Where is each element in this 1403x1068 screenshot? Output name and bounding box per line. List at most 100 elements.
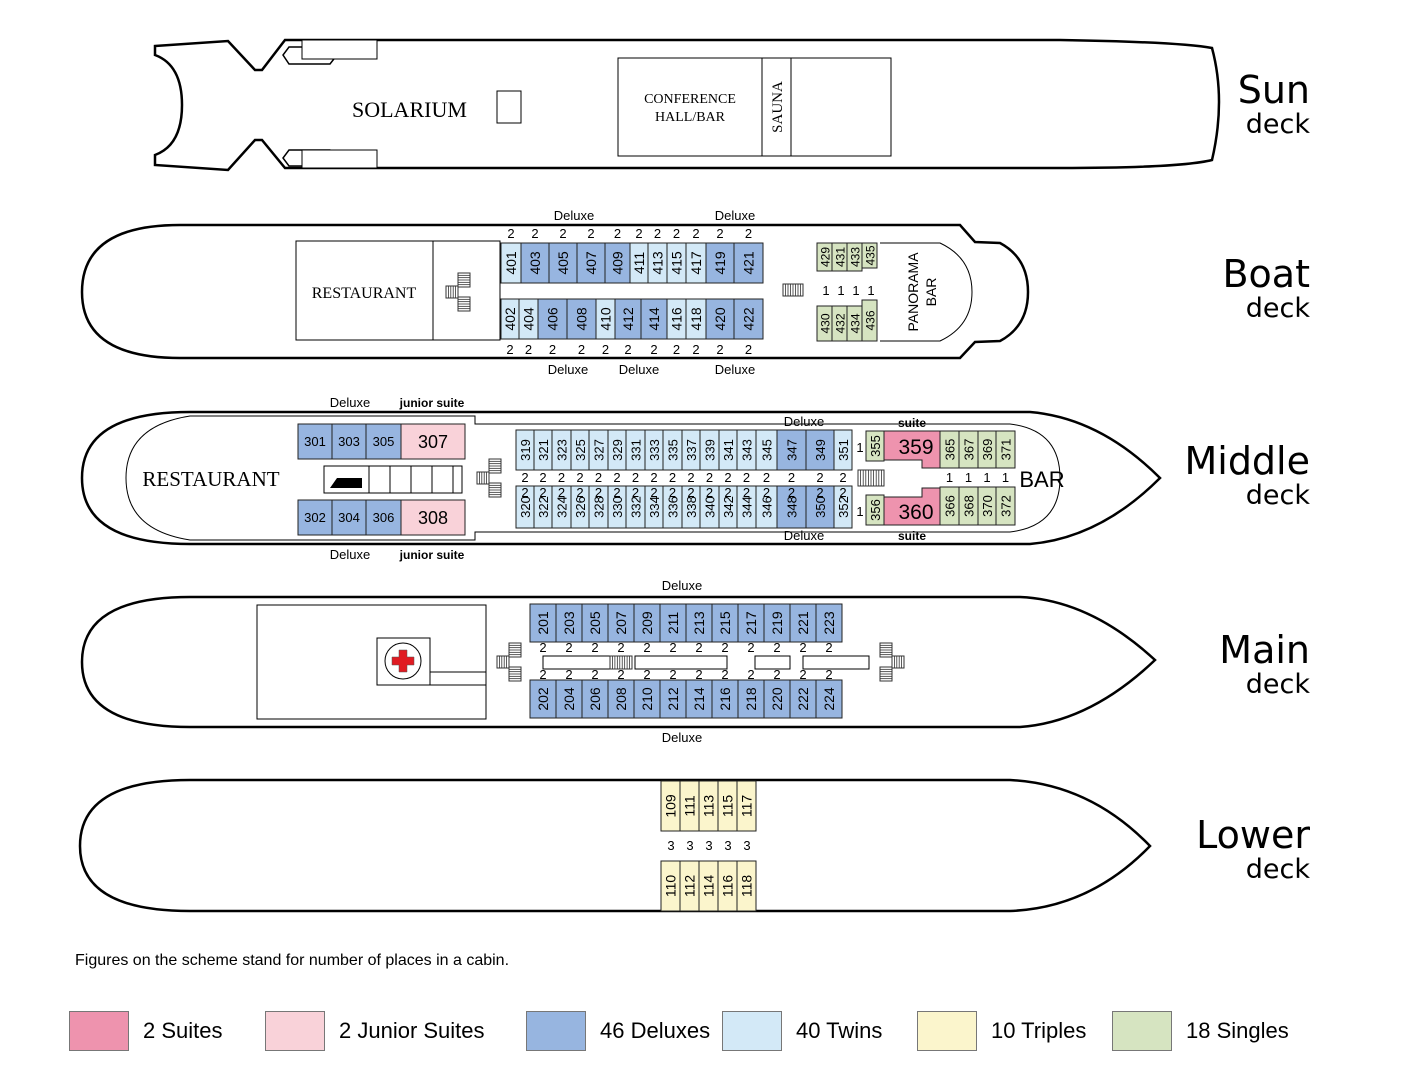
places-count: 2 [839,470,846,485]
cabin-411: 411 [629,242,649,284]
cabin-222: 222 [789,679,817,719]
cabin-223: 223 [815,603,843,643]
cabin-413: 413 [647,242,668,284]
legend-label: 46 Deluxes [600,1018,711,1043]
cabin-number: 345 [760,439,775,461]
solarium-box [496,90,522,124]
sun-deck: SOLARIUM CONFERENCE HALL/BAR SAUNA [153,38,1221,172]
sauna-label: SAUNA [770,81,786,133]
cabin-210: 210 [633,679,661,719]
cabin-number: 338 [684,496,699,518]
stairs-icon [457,296,471,312]
cabin-number: 218 [743,687,759,711]
cabin-number: 372 [999,495,1014,517]
places-count: 2 [773,640,780,655]
cabin-number: 407 [583,251,599,275]
places-count: 2 [521,485,528,500]
middle-label-junior-bottom: junior suite [399,548,465,562]
stairs-icon [782,283,804,297]
cabin-350: 350 [805,485,835,529]
cabin-220: 220 [763,679,791,719]
boat-restaurant-room [295,240,434,341]
places-count: 2 [716,342,723,357]
cabin-419: 419 [705,242,735,284]
cabin-217: 217 [737,603,765,643]
deck-suffix: deck [1245,854,1310,885]
middle-inner-outline [125,415,1061,541]
cabin-box [604,242,631,284]
cabin-number: 421 [741,251,757,275]
places-count: 2 [673,342,680,357]
places-count: 2 [816,485,823,500]
cabin-number: 215 [717,611,733,635]
staircase-icon [445,272,471,312]
cabin-335: 335 [662,429,683,471]
cabin-332: 332 [625,485,646,529]
places-count: 2 [635,226,642,241]
places-count: 1 [837,283,844,298]
locker-5 [452,465,463,494]
cabin-number: 211 [665,612,681,635]
cabin-number: 409 [610,251,626,275]
places-count: 2 [591,667,598,682]
cabin-number: 204 [561,687,577,711]
cabin-322: 322 [533,485,553,529]
cabin-number: 116 [720,875,736,898]
places-count: 1 [852,283,859,298]
locker-3 [410,465,433,494]
cabin-114: 114 [698,860,719,912]
conference-label-line2: HALL/BAR [655,110,726,125]
places-count: 2 [650,485,657,500]
cabin-number: 324 [555,496,570,518]
middle-label-deluxe-aft-bottom: Deluxe [330,547,370,562]
cabin-367: 367 [958,430,979,469]
deck-name: Middle [1184,439,1310,483]
boat-class-label-top-1: Deluxe [554,208,594,223]
cabin-number: 333 [647,439,662,461]
places-count: 2 [521,470,528,485]
legend-item-twin: 40 Twins [722,1010,882,1052]
cabin-number: 418 [688,307,704,331]
main-deck: 2012203220522072209221122132215221722192… [80,578,1157,745]
cabin-number: 214 [691,687,707,711]
cabin-box [400,423,466,460]
cabin-number: 336 [666,496,681,518]
cabin-box [861,242,878,269]
places-count: 2 [695,640,702,655]
stairs-outline [609,655,633,670]
cabin-number: 343 [740,439,755,461]
places-count: 2 [507,226,514,241]
places-count: 2 [613,470,620,485]
places-count: 2 [531,226,538,241]
places-count: 2 [558,470,565,485]
cabin-number: 113 [701,795,717,818]
cabin-number: 405 [555,251,571,275]
cabin-box [297,423,333,460]
places-count: 2 [565,667,572,682]
places-count: 2 [706,470,713,485]
cabin-345: 345 [755,429,778,471]
medical-corridor [429,671,487,686]
cabin-346: 346 [755,485,778,529]
cabin-number: 328 [592,496,607,518]
cabin-number: 327 [592,439,607,461]
cabin-207: 207 [607,603,635,643]
cabin-303: 303 [331,423,367,460]
places-count: 1 [822,283,829,298]
places-count: 2 [673,226,680,241]
places-count: 2 [825,640,832,655]
solarium-label: SOLARIUM [352,97,467,122]
cabin-205: 205 [581,603,609,643]
sun-bench-top [301,39,378,60]
places-count: 2 [578,342,585,357]
cabin-420: 420 [705,298,735,340]
cabin-number: 305 [373,434,395,449]
cabin-number: 308 [418,508,448,528]
cabin-number: 355 [868,435,883,457]
cabin-number: 210 [639,687,655,711]
cabin-number: 221 [795,611,811,635]
staircase-icon [879,642,905,682]
legend-label: 2 Junior Suites [339,1018,485,1043]
cabin-number: 334 [647,496,662,518]
boat-restaurant-label: RESTAURANT [312,285,417,302]
